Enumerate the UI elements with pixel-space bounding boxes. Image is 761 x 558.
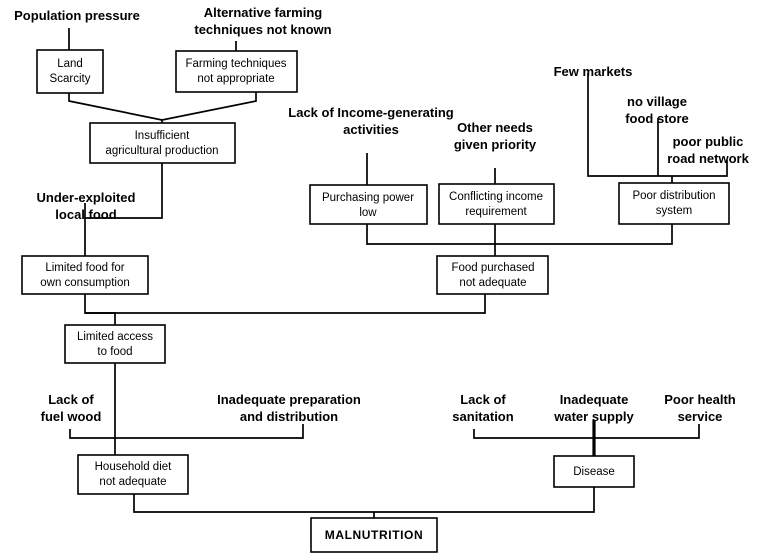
label-other-needs-line2: given priority <box>454 137 537 152</box>
label-health-service-line1: Poor health <box>664 392 736 407</box>
box-conflicting-income-line1: Conflicting income <box>449 191 543 203</box>
label-fuel-wood-line2: fuel wood <box>41 409 102 424</box>
label-sanitation-line1: Lack of <box>460 392 506 407</box>
box-household-diet-not-adequate[interactable]: Household diet not adequate <box>77 454 189 495</box>
box-malnutrition-rect <box>310 517 438 553</box>
connector-household-bus <box>69 424 304 439</box>
box-poor-distribution-line2: system <box>656 205 692 217</box>
box-purchasing-power-rect <box>309 184 428 225</box>
box-malnutrition-label: MALNUTRITION <box>325 528 424 542</box>
connector-food-purchased-bus <box>85 294 486 314</box>
box-food-purchased-line1: Food purchased <box>451 262 534 274</box>
box-household-diet-line2: not adequate <box>99 476 166 488</box>
box-conflicting-income-line2: requirement <box>465 206 527 218</box>
box-malnutrition[interactable]: MALNUTRITION <box>310 517 438 553</box>
connector-limited-food-to-access <box>84 294 116 325</box>
connector-disease-to-malnutrition <box>374 487 595 513</box>
label-no-village-line1: no village <box>627 94 687 109</box>
label-health-service-line2: service <box>678 409 723 424</box>
label-fuel-wood-line1: Lack of <box>48 392 94 407</box>
box-insufficient-agri-rect <box>89 122 236 164</box>
label-poor-public-road-network: poor public road network <box>667 134 749 166</box>
box-limited-food-line1: Limited food for <box>45 262 124 274</box>
box-conflicting-income-rect <box>438 183 555 225</box>
box-disease-rect <box>553 455 635 488</box>
label-other-needs-line1: Other needs <box>457 120 533 135</box>
box-land-scarcity[interactable]: Land Scarcity <box>36 49 104 94</box>
label-lack-income-line2: activities <box>343 122 399 137</box>
label-alternative-farming: Alternative farming techniques not known <box>194 5 331 37</box>
label-under-exploited-line2: local food <box>55 207 116 222</box>
connector-agri-merge <box>68 92 257 121</box>
label-alternative-farming-line1: Alternative farming <box>204 5 323 20</box>
box-land-scarcity-rect <box>36 49 104 94</box>
connector-distribution-to-food <box>495 224 673 245</box>
box-limited-access-rect <box>64 324 166 364</box>
box-limited-access-to-food[interactable]: Limited access to food <box>64 324 166 364</box>
box-poor-distribution-system[interactable]: Poor distribution system <box>618 182 730 225</box>
box-land-scarcity-line1: Land <box>57 58 83 70</box>
label-sanitation-line2: sanitation <box>452 409 513 424</box>
label-poor-road-line1: poor public <box>673 134 744 149</box>
label-population-pressure: Population pressure <box>14 8 140 23</box>
label-poor-road-line2: road network <box>667 151 749 166</box>
box-purchasing-power-line2: low <box>359 207 377 219</box>
connector-disease-bus <box>473 424 700 439</box>
box-purchasing-power-low[interactable]: Purchasing power low <box>309 184 428 225</box>
label-lack-of-fuel-wood: Lack of fuel wood <box>41 392 102 424</box>
box-food-purchased-line2: not adequate <box>459 277 526 289</box>
box-limited-access-line2: to food <box>97 346 132 358</box>
label-lack-income-generating: Lack of Income-generating activities <box>288 105 453 137</box>
box-limited-food-own-consumption[interactable]: Limited food for own consumption <box>21 255 149 295</box>
box-food-purchased-rect <box>436 255 549 295</box>
label-under-exploited-local-food: Under-exploited local food <box>37 190 136 222</box>
label-inadequate-water-supply: Inadequate water supply <box>553 392 634 424</box>
box-insufficient-agri-line2: agricultural production <box>105 145 218 157</box>
box-limited-access-line1: Limited access <box>77 331 153 343</box>
box-poor-distribution-line1: Poor distribution <box>632 190 715 202</box>
box-household-diet-line1: Household diet <box>95 461 173 473</box>
label-water-supply-line1: Inadequate <box>560 392 629 407</box>
label-alternative-farming-line2: techniques not known <box>194 22 331 37</box>
connector-household-to-malnutrition <box>133 494 374 513</box>
connector-agri-to-limited-food <box>84 163 163 256</box>
label-other-needs-given-priority: Other needs given priority <box>454 120 537 152</box>
connector-layer <box>68 28 728 518</box>
label-few-markets-line1: Few markets <box>554 64 633 79</box>
label-population-pressure-line1: Population pressure <box>14 8 140 23</box>
box-purchasing-power-line1: Purchasing power <box>322 192 414 204</box>
box-household-diet-rect <box>77 454 189 495</box>
box-farming-techniques-line1: Farming techniques <box>186 58 287 70</box>
box-limited-food-line2: own consumption <box>40 277 130 289</box>
box-farming-techniques-rect <box>175 50 298 93</box>
label-no-village-line2: food store <box>625 111 689 126</box>
box-farming-techniques[interactable]: Farming techniques not appropriate <box>175 50 298 93</box>
label-lack-income-line1: Lack of Income-generating <box>288 105 453 120</box>
box-insufficient-agricultural-production[interactable]: Insufficient agricultural production <box>89 122 236 164</box>
box-limited-food-rect <box>21 255 149 295</box>
box-insufficient-agri-line1: Insufficient <box>135 130 191 142</box>
label-inadequate-prep-line2: and distribution <box>240 409 338 424</box>
label-inadequate-preparation: Inadequate preparation and distribution <box>217 392 361 424</box>
label-under-exploited-line1: Under-exploited <box>37 190 136 205</box>
box-disease[interactable]: Disease <box>553 455 635 488</box>
connector-purchasing-to-food <box>366 224 495 245</box>
box-farming-techniques-line2: not appropriate <box>197 73 274 85</box>
box-land-scarcity-line2: Scarcity <box>50 73 91 85</box>
label-few-markets: Few markets <box>554 64 633 79</box>
label-water-supply-line2: water supply <box>553 409 634 424</box>
label-inadequate-prep-line1: Inadequate preparation <box>217 392 361 407</box>
box-conflicting-income-requirement[interactable]: Conflicting income requirement <box>438 183 555 225</box>
label-lack-of-sanitation: Lack of sanitation <box>452 392 513 424</box>
box-poor-distribution-rect <box>618 182 730 225</box>
label-poor-health-service: Poor health service <box>664 392 736 424</box>
box-food-purchased-not-adequate[interactable]: Food purchased not adequate <box>436 255 549 295</box>
label-no-village-food-store: no village food store <box>625 94 689 126</box>
box-disease-label: Disease <box>573 466 615 478</box>
